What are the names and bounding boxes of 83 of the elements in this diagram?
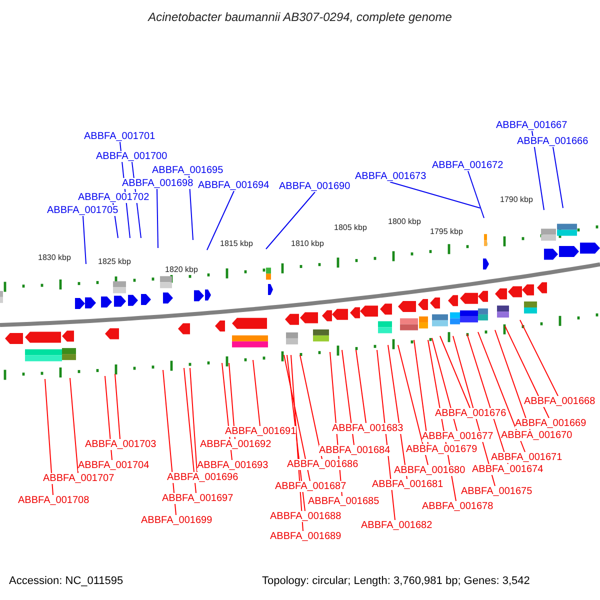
- leader-line: [398, 344, 428, 466]
- leader-line: [206, 190, 234, 250]
- gene-label: ABBFA_001680: [394, 465, 466, 476]
- gene-label: ABBFA_001667: [496, 120, 568, 131]
- gene-label: ABBFA_001687: [275, 481, 346, 492]
- gene-label: ABBFA_001702: [78, 192, 150, 203]
- gene-label: ABBFA_001705: [47, 205, 118, 216]
- gene-label: ABBFA_001674: [472, 464, 544, 475]
- leader-line: [552, 146, 564, 208]
- gene-label: ABBFA_001689: [270, 531, 342, 542]
- gene-label: ABBFA_001696: [167, 472, 238, 483]
- leader-line: [342, 350, 354, 446]
- leader-line: [44, 378, 54, 496]
- leader-line: [504, 326, 550, 418]
- scale-label: 1815 kbp: [220, 238, 253, 249]
- gene-label: ABBFA_001697: [162, 493, 234, 504]
- gene-label: ABBFA_001671: [491, 452, 562, 463]
- scale-label: 1810 kbp: [291, 238, 324, 249]
- gene-label: ABBFA_001701: [84, 131, 156, 142]
- leader-line: [468, 170, 484, 218]
- leader-line: [300, 354, 322, 460]
- gene-label: ABBFA_001673: [355, 171, 426, 182]
- gene-label: ABBFA_001700: [96, 151, 168, 162]
- gene-label: ABBFA_001672: [432, 160, 504, 171]
- gene-label: ABBFA_001676: [435, 408, 506, 419]
- leader-line: [494, 330, 530, 430]
- leader-line: [228, 362, 236, 440]
- scale-label: 1825 kbp: [98, 256, 131, 267]
- gene-label: ABBFA_001699: [141, 515, 212, 526]
- leader-line: [414, 340, 428, 444]
- gene-label: ABBFA_001707: [43, 473, 114, 484]
- gene-label: ABBFA_001683: [332, 423, 404, 434]
- gene-label: ABBFA_001703: [85, 439, 156, 450]
- gene-label: ABBFA_001685: [308, 496, 380, 507]
- scale-label: 1820 kbp: [165, 264, 198, 275]
- gene-label: ABBFA_001698: [122, 178, 194, 189]
- gene-label: ABBFA_001688: [270, 511, 342, 522]
- title: Acinetobacter baumannii AB307-0294, complete genome: [148, 12, 452, 23]
- leader-line: [82, 216, 86, 264]
- leader-line: [266, 192, 316, 250]
- gene-label: ABBFA_001679: [406, 444, 478, 455]
- scale-label: 1805 kbp: [334, 222, 367, 233]
- leader-line: [190, 368, 198, 472]
- gene-label: ABBFA_001677: [422, 431, 494, 442]
- leader-line: [252, 360, 260, 426]
- gene-label: ABBFA_001678: [422, 501, 494, 512]
- gene-label: ABBFA_001682: [361, 520, 432, 531]
- gene-label: ABBFA_001708: [18, 495, 90, 506]
- leader-line: [532, 130, 544, 210]
- gene-label: ABBFA_001681: [372, 479, 444, 490]
- accession-text: Accession: NC_011595: [9, 576, 124, 587]
- scale-label: 1830 kbp: [38, 252, 71, 263]
- gene-label: ABBFA_001668: [524, 396, 596, 407]
- leader-line: [390, 182, 480, 208]
- gene-label: ABBFA_001691: [225, 426, 296, 437]
- scale-label: 1790 kbp: [500, 194, 533, 205]
- leader-line: [284, 354, 310, 482]
- scale-label: 1795 kbp: [430, 226, 463, 237]
- genome-info-text: Topology: circular; Length: 3,760,981 bp; Genes: 3,542: [262, 576, 530, 587]
- leader-line: [156, 188, 158, 248]
- scale-label: 1800 kbp: [388, 216, 421, 227]
- gene-label: ABBFA_001692: [200, 439, 272, 450]
- leader-line: [478, 332, 526, 452]
- gene-label: ABBFA_001694: [198, 180, 270, 191]
- leader-line: [114, 374, 120, 440]
- gene-label: ABBFA_001670: [501, 430, 572, 441]
- gene-label: ABBFA_001690: [279, 181, 350, 192]
- gene-label: ABBFA_001666: [517, 136, 588, 147]
- leader-line: [432, 338, 458, 432]
- leader-line: [286, 354, 306, 512]
- leader-line: [356, 350, 366, 424]
- gene-label: ABBFA_001669: [515, 418, 586, 429]
- gene-label: ABBFA_001704: [78, 460, 150, 471]
- leader-line: [520, 320, 558, 396]
- gene-label: ABBFA_001675: [461, 486, 532, 497]
- leader-line: [440, 336, 470, 408]
- leader-line: [104, 376, 112, 460]
- leader-line: [70, 378, 78, 474]
- gene-label: ABBFA_001693: [197, 460, 268, 471]
- gene-label: ABBFA_001686: [287, 459, 358, 470]
- gene-label: ABBFA_001684: [319, 445, 390, 456]
- leader-line: [184, 368, 196, 494]
- gene-label: ABBFA_001695: [152, 165, 224, 176]
